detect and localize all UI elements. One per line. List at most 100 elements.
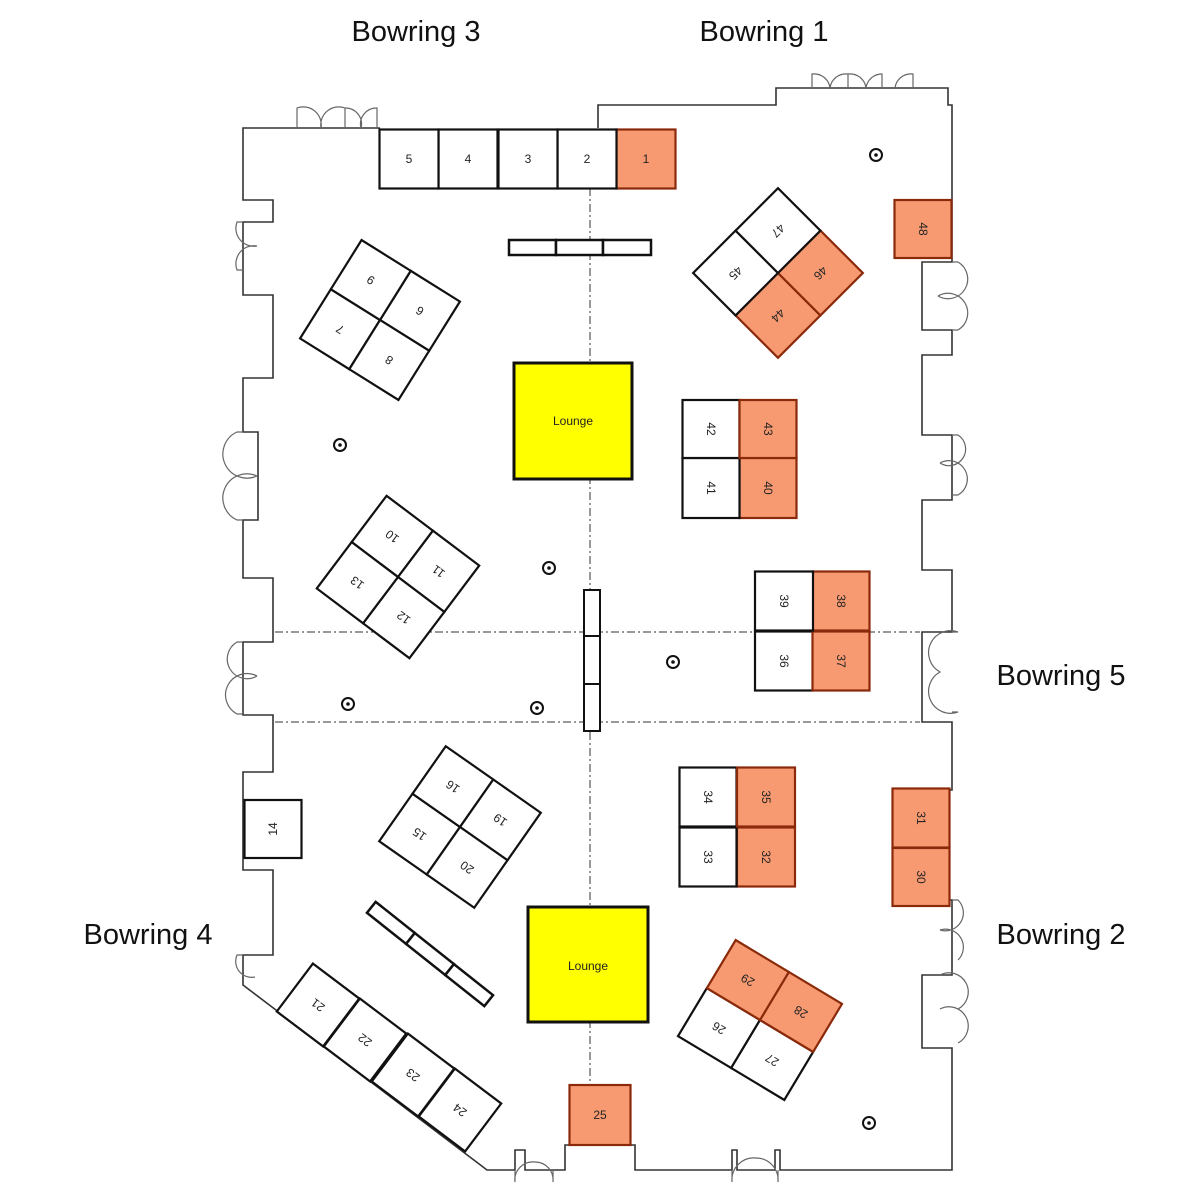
zone-label-bowring-5: Bowring 5 bbox=[997, 660, 1126, 692]
booth-number: 39 bbox=[777, 594, 791, 608]
booth-number: 4 bbox=[465, 152, 472, 166]
zone-label-bowring-2: Bowring 2 bbox=[997, 919, 1126, 951]
booth-shape bbox=[738, 398, 798, 460]
booth-9[interactable]: 9 bbox=[329, 238, 413, 322]
lounge-north[interactable]: Lounge bbox=[512, 361, 634, 481]
booth-1[interactable]: 1 bbox=[615, 128, 677, 190]
booth-40[interactable]: 40 bbox=[738, 456, 798, 520]
booth-shape bbox=[738, 456, 798, 520]
table-bar-diagonal bbox=[365, 900, 495, 1008]
booth-shape bbox=[322, 997, 408, 1083]
booth-shape bbox=[568, 1083, 632, 1147]
booth-shape bbox=[243, 798, 303, 860]
zone-label-bowring-1: Bowring 1 bbox=[700, 16, 829, 48]
booth-31[interactable]: 31 bbox=[891, 787, 951, 849]
booth-shape bbox=[315, 540, 400, 625]
booth-shape bbox=[893, 198, 953, 260]
booth-41[interactable]: 41 bbox=[681, 456, 741, 520]
booth-shape bbox=[891, 846, 951, 908]
table-bar-top bbox=[507, 238, 653, 257]
doors bbox=[222, 73, 969, 1183]
booth-shape bbox=[753, 570, 815, 632]
booth-7[interactable]: 7 bbox=[298, 287, 382, 371]
booth-number: 35 bbox=[759, 790, 773, 804]
booth-22[interactable]: 22 bbox=[322, 997, 408, 1083]
booth-shape bbox=[425, 825, 510, 910]
booth-number: 38 bbox=[834, 594, 848, 608]
booth-2[interactable]: 2 bbox=[556, 128, 618, 190]
booth-14[interactable]: 14 bbox=[243, 798, 303, 860]
booth-shape bbox=[678, 766, 738, 828]
zone-label-bowring-3: Bowring 3 bbox=[352, 16, 481, 48]
lounge-label: Lounge bbox=[568, 959, 608, 973]
pillar-icon bbox=[542, 561, 556, 575]
booth-43[interactable]: 43 bbox=[738, 398, 798, 460]
booth-36[interactable]: 36 bbox=[753, 630, 815, 692]
booth-number: 5 bbox=[406, 152, 413, 166]
booth-number: 33 bbox=[701, 850, 715, 864]
booth-5[interactable]: 5 bbox=[378, 128, 440, 190]
pillar-icon bbox=[333, 438, 347, 452]
booth-shape bbox=[705, 938, 791, 1022]
booth-number: 37 bbox=[834, 654, 848, 668]
booth-number: 26 bbox=[709, 1018, 728, 1037]
booth-number: 40 bbox=[761, 481, 775, 495]
booth-20[interactable]: 20 bbox=[425, 825, 510, 910]
booth-24[interactable]: 24 bbox=[417, 1067, 503, 1153]
booth-4[interactable]: 4 bbox=[437, 128, 499, 190]
lounge-label: Lounge bbox=[553, 414, 593, 428]
booth-shape bbox=[347, 318, 431, 402]
booth-number: 28 bbox=[791, 1002, 810, 1021]
booth-32[interactable]: 32 bbox=[735, 826, 797, 888]
booth-25[interactable]: 25 bbox=[568, 1083, 632, 1147]
booth-number: 27 bbox=[763, 1050, 782, 1069]
booth-8[interactable]: 8 bbox=[347, 318, 431, 402]
booth-shape bbox=[681, 398, 741, 460]
booth-33[interactable]: 33 bbox=[678, 826, 738, 888]
booth-shape bbox=[891, 787, 951, 849]
lounge-south[interactable]: Lounge bbox=[526, 905, 650, 1024]
booth-29[interactable]: 29 bbox=[705, 938, 791, 1022]
booth-shape bbox=[378, 128, 440, 190]
pillar-icon bbox=[862, 1116, 876, 1130]
zone-label-bowring-4: Bowring 4 bbox=[84, 919, 213, 951]
booth-shape bbox=[678, 826, 738, 888]
pillar-icon bbox=[341, 697, 355, 711]
booth-38[interactable]: 38 bbox=[811, 570, 871, 632]
pillar-icon bbox=[530, 701, 544, 715]
booth-shape bbox=[615, 128, 677, 190]
booth-number: 32 bbox=[759, 850, 773, 864]
booth-42[interactable]: 42 bbox=[681, 398, 741, 460]
booth-number: 14 bbox=[266, 822, 280, 836]
booth-number: 25 bbox=[593, 1108, 607, 1122]
pillar-icon bbox=[869, 148, 883, 162]
booth-47[interactable]: 47 bbox=[734, 186, 822, 275]
booth-shape bbox=[681, 456, 741, 520]
booth-35[interactable]: 35 bbox=[735, 766, 797, 828]
booth-39[interactable]: 39 bbox=[753, 570, 815, 632]
walls bbox=[242, 87, 953, 1171]
booth-number: 41 bbox=[704, 481, 718, 495]
booth-shape bbox=[811, 630, 871, 692]
booth-37[interactable]: 37 bbox=[811, 630, 871, 692]
booth-number: 29 bbox=[738, 970, 757, 989]
booth-13[interactable]: 13 bbox=[315, 540, 400, 625]
booth-number: 2 bbox=[584, 152, 591, 166]
booth-number: 1 bbox=[643, 152, 650, 166]
booth-shape bbox=[753, 630, 815, 692]
booth-number: 42 bbox=[704, 422, 718, 436]
pillar-icon bbox=[666, 655, 680, 669]
booth-number: 43 bbox=[761, 422, 775, 436]
booth-34[interactable]: 34 bbox=[678, 766, 738, 828]
booth-30[interactable]: 30 bbox=[891, 846, 951, 908]
booth-48[interactable]: 48 bbox=[893, 198, 953, 260]
pillars bbox=[333, 148, 883, 1130]
booth-number: 30 bbox=[914, 870, 928, 884]
booth-number: 48 bbox=[916, 222, 930, 236]
booth-shape bbox=[417, 1067, 503, 1153]
booth-shape bbox=[734, 186, 822, 275]
booth-number: 31 bbox=[914, 811, 928, 825]
booth-3[interactable]: 3 bbox=[497, 128, 559, 190]
